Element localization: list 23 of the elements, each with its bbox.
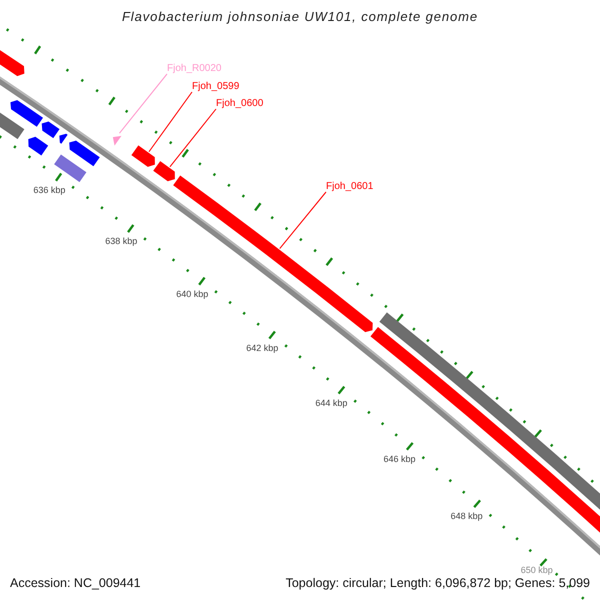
scale-label: 638 kbp	[105, 236, 138, 246]
leader-line	[169, 108, 216, 168]
gene-label: Fjoh_R0020	[167, 63, 222, 75]
gene-feature	[153, 161, 175, 182]
scale-label: 650 kbp	[520, 564, 553, 575]
gene-label: Fjoh_0601	[326, 181, 374, 193]
scale-label: 644 kbp	[315, 398, 348, 408]
leader-line	[148, 92, 192, 152]
scale-label: 642 kbp	[246, 342, 278, 353]
scale-label: 648 kbp	[450, 510, 483, 521]
scale-label: 640 kbp	[176, 288, 208, 299]
gene-feature	[173, 176, 373, 332]
gene-label: Fjoh_0600	[216, 98, 264, 110]
scale-label: 636 kbp	[33, 185, 66, 196]
gene-feature	[112, 136, 122, 146]
scale-label: 646 kbp	[383, 454, 416, 464]
genome-summary: Topology: circular; Length: 6,096,872 bp; Genes: 5,099	[286, 576, 590, 591]
gene-feature	[131, 145, 155, 167]
accession-text: Accession: NC_009441	[10, 576, 141, 591]
leader-line	[118, 74, 168, 134]
leader-line	[279, 192, 326, 250]
gene-label: Fjoh_0599	[192, 81, 240, 93]
diagram-title: Flavobacterium johnsoniae UW101, complete genome	[122, 9, 478, 24]
